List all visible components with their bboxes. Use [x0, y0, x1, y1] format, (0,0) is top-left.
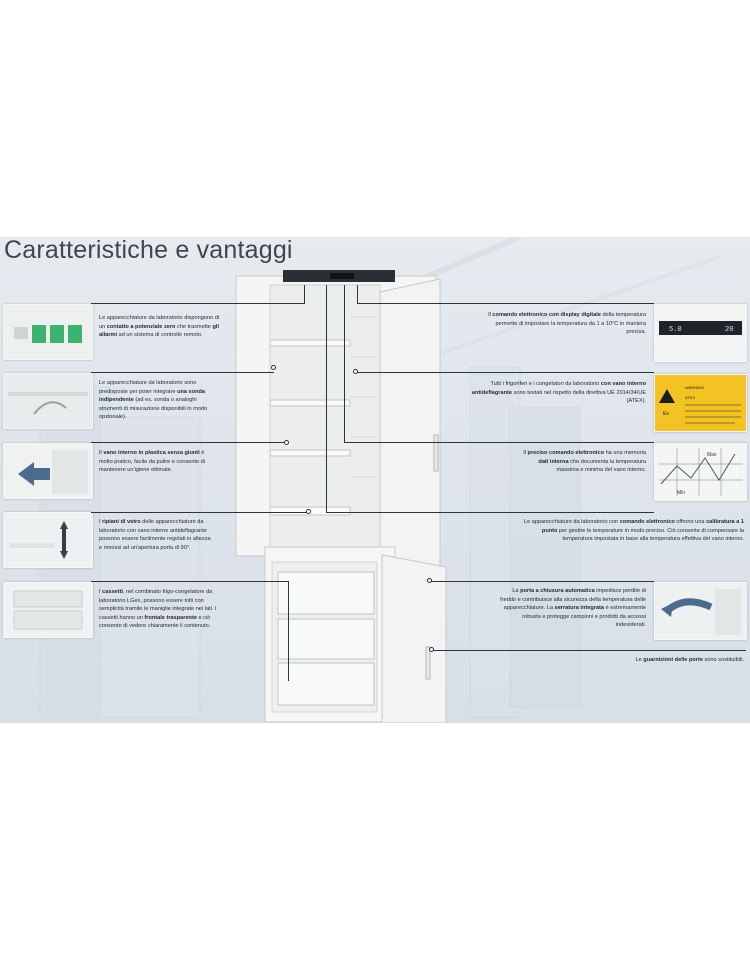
callout-vline-left-1	[304, 285, 305, 304]
probe-image	[4, 374, 92, 428]
feature-left-3: Il vano interno in plastica senza giunti…	[99, 450, 206, 474]
display-temp-a: 5.0	[669, 326, 682, 334]
atex-label-image: Ex WARNING ATEX	[655, 375, 746, 431]
atex-label-ex: Ex	[663, 411, 669, 417]
feature-right-4: Le apparecchiature da laboratorio con co…	[523, 519, 744, 543]
alarm-contact-image	[4, 305, 92, 359]
thumb-probe	[3, 373, 93, 429]
callout-line-right-4	[326, 512, 654, 513]
display-image: 5.0 20	[655, 305, 746, 361]
callout-vline-right-1	[357, 285, 358, 304]
display-temp-b: 20	[725, 326, 733, 334]
thumb-door	[654, 582, 747, 640]
callout-line-right-6	[432, 650, 746, 651]
door-image	[655, 583, 746, 639]
callout-line-left-3	[91, 442, 287, 443]
feature-right-3: Il preciso comando elettronico ha una me…	[523, 450, 646, 474]
thumb-display: 5.0 20	[654, 304, 747, 362]
feature-right-2: Tutti i frigoriferi e i congelatori da l…	[471, 381, 646, 405]
feature-right-6: Le guarnizioni delle porte sono sostitui…	[635, 657, 745, 663]
thumb-drawers	[3, 582, 93, 638]
feature-left-4: I ripiani di vetro delle apparecchiature…	[99, 519, 211, 551]
callout-line-left-1	[91, 303, 305, 304]
callout-dot-right-6	[429, 647, 434, 652]
thumb-interior	[3, 443, 93, 499]
drawers-image	[4, 583, 92, 637]
callout-line-left-2	[91, 372, 274, 373]
shelves-image	[4, 513, 92, 567]
thumb-atex-label: Ex WARNING ATEX	[654, 374, 747, 432]
callout-dot-left-4	[306, 509, 311, 514]
callout-vline-right-4	[326, 285, 327, 513]
chart-max-label: Max	[707, 452, 717, 458]
callout-dot-left-3	[284, 440, 289, 445]
callout-line-left-5	[91, 581, 288, 582]
callout-line-right-3	[344, 442, 654, 443]
callout-vline-left-5	[288, 581, 289, 681]
thumb-alarm-contact	[3, 304, 93, 360]
atex-label-atex: ATEX	[685, 395, 695, 400]
callout-dot-left-2	[271, 365, 276, 370]
callout-line-right-5	[430, 581, 654, 582]
thumb-minmax-chart: Max Min	[654, 443, 747, 501]
callout-line-left-4	[91, 512, 309, 513]
feature-left-1: Le apparecchiature da laboratorio dispon…	[99, 315, 220, 339]
callout-vline-right-3	[344, 285, 345, 443]
callout-dot-right-5	[427, 578, 432, 583]
minmax-chart-image: Max Min	[655, 444, 746, 500]
feature-right-1: Il comando elettronico con display digit…	[488, 312, 646, 336]
callout-line-right-2	[356, 372, 654, 373]
feature-left-2: Le apparecchiature da laboratorio sono p…	[99, 380, 208, 421]
page-title: Caratteristiche e vantaggi	[4, 236, 293, 264]
feature-left-5: I cassetti, nel combinato frigo-congelat…	[99, 589, 217, 630]
callout-dot-right-2	[353, 369, 358, 374]
thumb-shelves	[3, 512, 93, 568]
feature-right-5: La porta a chiusura automatica impedisce…	[500, 588, 646, 629]
callout-line-right-1	[358, 303, 654, 304]
atex-label-warning: WARNING	[685, 385, 704, 390]
interior-image	[4, 444, 92, 498]
chart-min-label: Min	[677, 490, 685, 496]
